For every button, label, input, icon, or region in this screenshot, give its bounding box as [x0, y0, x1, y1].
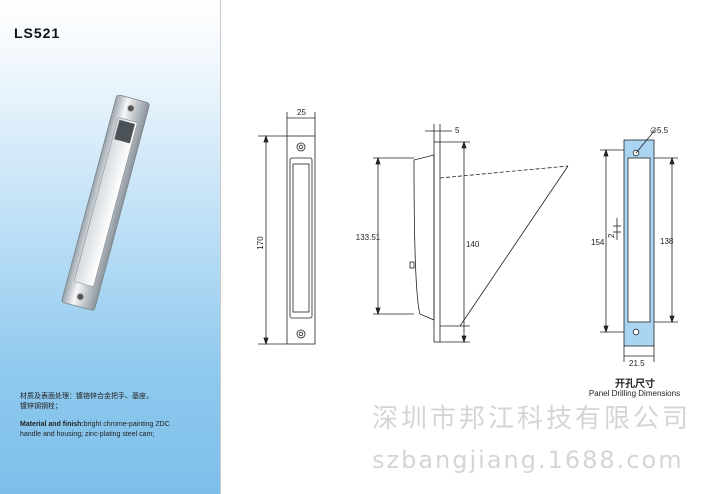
front-view: 25 170: [256, 108, 316, 346]
material-en-line1: bright chrome-painting ZDC: [83, 421, 170, 428]
cutout-hole-label: ∅5.5: [650, 126, 669, 135]
cutout-view: ∅5.5 154 138 2 21.5: [591, 126, 678, 368]
watermark-company: 深圳市邦江科技有限公司: [372, 404, 692, 434]
side-height-inner-label: 140: [466, 240, 480, 249]
side-view: 5 133.51 140: [356, 124, 569, 344]
side-height-outer-label: 133.51: [356, 233, 381, 242]
material-en-title: Material and finish:: [20, 421, 84, 428]
material-en-line2: handle and housing; zinc-plating steel c…: [20, 431, 155, 438]
side-thickness-label: 5: [455, 126, 460, 135]
material-description: 材质及表面处理：镀铬锌合金把手、基座， 镀锌钢钢栓； Material and …: [20, 392, 215, 440]
watermark-url: szbangjiang.1688.com: [372, 446, 684, 474]
front-width-label: 25: [297, 108, 306, 117]
material-zh-line2: 镀锌钢钢栓；: [20, 403, 62, 410]
cutout-caption-zh: 开孔尺寸: [615, 379, 655, 390]
technical-drawings: 25 170 5 133.51 140: [256, 108, 678, 368]
cutout-height-outer-label: 154: [591, 238, 605, 247]
cutout-caption-en: Panel Drilling Dimensions: [588, 389, 681, 398]
material-zh-line1: 材质及表面处理：镀铬锌合金把手、基座，: [20, 393, 153, 400]
cutout-width-label: 21.5: [629, 359, 645, 368]
cutout-height-inner-label: 138: [660, 237, 674, 246]
panel-divider: [220, 0, 221, 494]
cutout-gap-label: 2: [607, 233, 616, 238]
model-number: LS521: [14, 25, 61, 41]
front-height-label: 170: [256, 236, 265, 250]
product-image: [61, 95, 150, 311]
